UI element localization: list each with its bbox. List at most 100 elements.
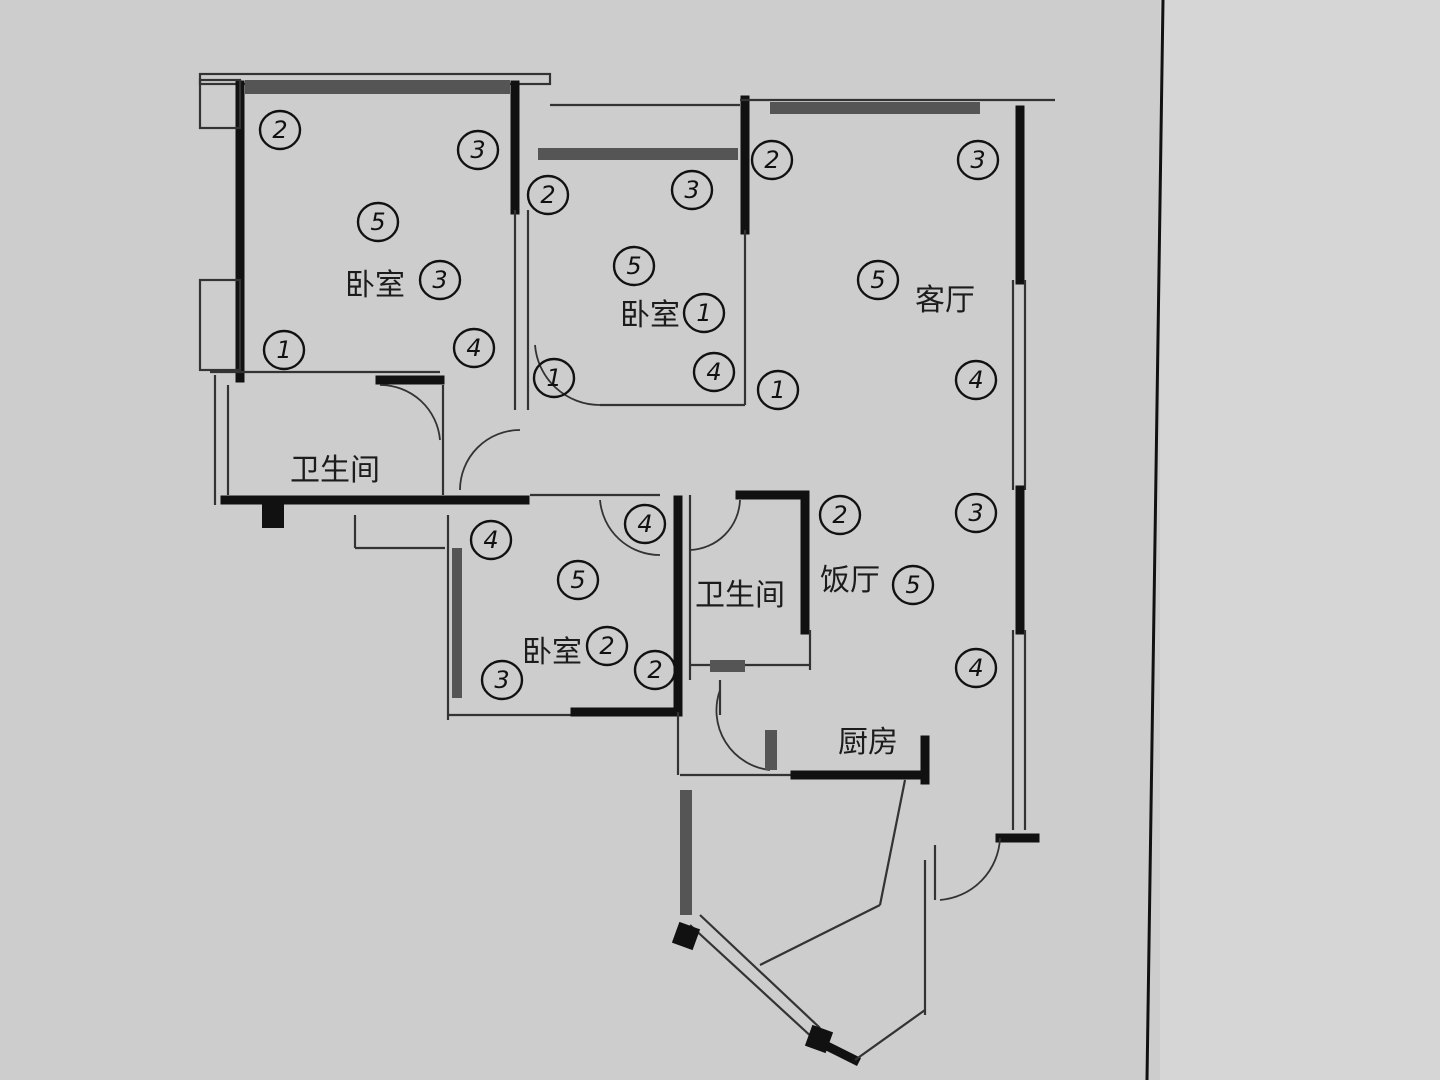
mark-circle [469, 519, 513, 561]
mark-number: 2 [272, 116, 287, 144]
mark-number: 4 [466, 334, 481, 362]
mark-number: 2 [832, 501, 847, 529]
room-label-bathroom-left: 卫生间 [290, 453, 380, 488]
mark-number: 1 [276, 336, 291, 364]
mark-number: 4 [706, 358, 721, 386]
circled-number-m20: 5 [556, 559, 600, 601]
circled-number-m16: 4 [954, 359, 998, 401]
mark-circle [750, 139, 794, 181]
mark-circle [954, 492, 998, 534]
mark-number: 3 [968, 499, 983, 527]
mark-circle [891, 564, 935, 606]
mark-circle [480, 659, 524, 701]
door-swing [379, 384, 441, 441]
closet [198, 278, 242, 372]
mark-number: 5 [870, 266, 885, 294]
kitchen [676, 680, 930, 785]
mark-circle [526, 174, 570, 216]
living-dining-area [740, 98, 1055, 901]
room-label-bedroom-bottom: 卧室 [522, 635, 582, 670]
circled-number-m19: 4 [469, 519, 513, 561]
vent-window [765, 730, 777, 770]
bedroom-top-middle [513, 95, 750, 410]
mark-circle [258, 109, 302, 151]
door-swing [715, 689, 771, 771]
mark-number: 4 [968, 366, 983, 394]
paper-right-section [1160, 0, 1440, 1080]
mark-circle [756, 369, 800, 411]
circled-number-m26: 5 [891, 564, 935, 606]
circled-number-m4: 3 [418, 259, 462, 301]
mark-number: 1 [770, 376, 785, 404]
mark-number: 3 [432, 266, 447, 294]
vent-window [710, 660, 745, 672]
mark-number: 4 [483, 526, 498, 554]
mark-circle [456, 129, 500, 171]
circled-number-m17: 1 [756, 369, 800, 411]
mark-number: 5 [626, 252, 641, 280]
mark-number: 5 [570, 566, 585, 594]
circled-number-m5: 4 [452, 327, 496, 369]
bedroom-bottom [353, 493, 683, 720]
balcony-bottom [671, 779, 937, 1067]
mark-number: 2 [599, 632, 614, 660]
mark-number: 3 [970, 146, 985, 174]
circled-number-m18: 3 [954, 492, 998, 534]
wall [878, 779, 907, 906]
room-label-bedroom-top-left: 卧室 [345, 268, 405, 303]
bathroom-left [210, 370, 530, 528]
mark-number: 3 [494, 666, 509, 694]
circled-number-m6: 1 [262, 329, 306, 371]
mark-number: 3 [684, 176, 699, 204]
mark-circle [818, 494, 862, 536]
circled-number-m23: 2 [633, 649, 677, 691]
mark-number: 2 [540, 181, 555, 209]
mark-circle [682, 292, 726, 334]
mark-circle [612, 245, 656, 287]
mark-circle [418, 259, 462, 301]
mark-circle [623, 503, 667, 545]
wall [759, 904, 881, 966]
window [452, 548, 462, 698]
mark-circle [556, 559, 600, 601]
circled-number-m14: 3 [956, 139, 1000, 181]
door-swing [689, 499, 741, 551]
circled-number-m27: 4 [954, 647, 998, 689]
circled-number-m10: 1 [682, 292, 726, 334]
mark-circle [452, 327, 496, 369]
mark-circle [954, 647, 998, 689]
circled-number-m12: 4 [692, 351, 736, 393]
pillar [804, 1024, 834, 1054]
mark-number: 2 [647, 656, 662, 684]
room-label-dining-room: 饭厅 [820, 563, 880, 598]
circled-number-m25: 4 [623, 503, 667, 545]
room-label-bedroom-top-middle: 卧室 [620, 298, 680, 333]
window [770, 102, 980, 114]
circled-number-m7: 2 [526, 174, 570, 216]
circled-number-m21: 2 [585, 625, 629, 667]
circled-number-m22: 3 [480, 659, 524, 701]
wall-stub [198, 78, 242, 130]
room-label-living-room: 客厅 [915, 283, 975, 318]
circled-number-m11: 1 [532, 357, 576, 399]
mark-circle [633, 649, 677, 691]
mark-number: 1 [696, 299, 711, 327]
circled-number-m15: 5 [856, 259, 900, 301]
page-edge-line [1145, 0, 1165, 1080]
mark-circle [954, 359, 998, 401]
mark-number: 2 [764, 146, 779, 174]
bedroom-top-left [198, 72, 552, 383]
mark-number: 1 [546, 364, 561, 392]
circled-number-m8: 3 [670, 169, 714, 211]
room-label-kitchen: 厨房 [838, 725, 898, 760]
mark-circle [692, 351, 736, 393]
window [245, 80, 510, 94]
mark-circle [532, 357, 576, 399]
circled-number-m13: 2 [750, 139, 794, 181]
circled-number-m2: 3 [456, 129, 500, 171]
window [538, 148, 738, 160]
mark-circle [262, 329, 306, 371]
